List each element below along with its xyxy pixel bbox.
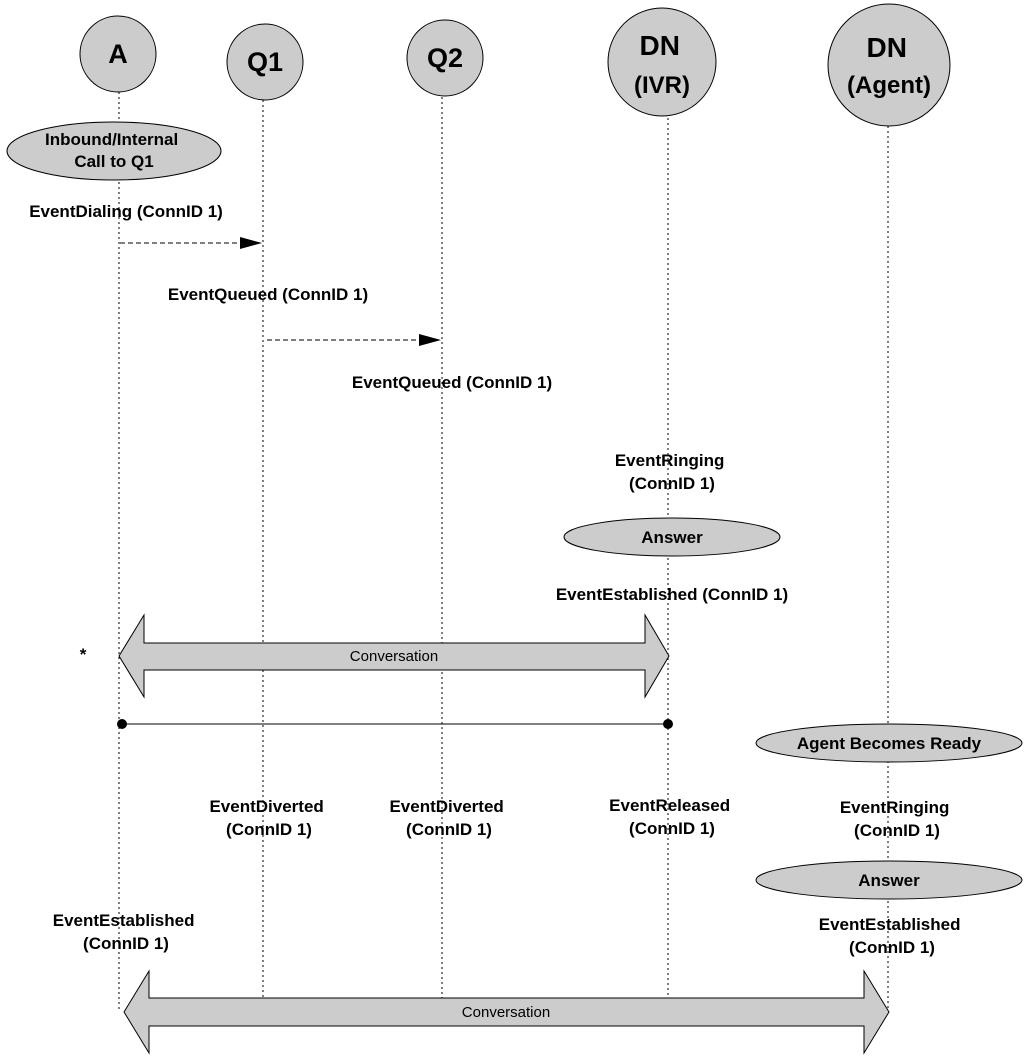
lifeline-dn-agent-label: DN (Agent) — [847, 32, 931, 99]
lifeline-a-head — [79, 15, 157, 93]
message-arrow-a-to-q1-head — [240, 237, 262, 249]
message-arrow-q1-to-q2 — [267, 334, 441, 346]
action-inbound-call-shape — [6, 121, 222, 181]
conversation-arrow-second — [123, 969, 890, 1055]
lifeline-a-label: A — [108, 39, 128, 69]
lifeline-q2-label: Q2 — [427, 43, 463, 73]
action-inbound-call-label: Inbound/Internal Call to Q1 — [45, 130, 183, 171]
message-arrow-q1-to-q2-head — [419, 334, 441, 346]
event-ivr-established: EventEstablished (ConnID 1) — [556, 585, 788, 604]
message-arrow-a-to-q1 — [120, 237, 262, 249]
event-a-dialing: EventDialing (ConnID 1) — [29, 202, 223, 221]
action-answer-ivr-shape — [563, 517, 781, 557]
lifeline-q2-head — [406, 19, 484, 97]
lifelines — [118, 92, 889, 1012]
stray-asterisk: * — [80, 645, 87, 664]
conversation-label-second: Conversation — [462, 1004, 550, 1021]
event-q1-diverted: EventDiverted (ConnID 1) — [209, 797, 328, 839]
lifeline-dn-ivr-label: DN (IVR) — [634, 30, 690, 99]
event-a-established: EventEstablished (ConnID 1) — [53, 911, 199, 953]
event-q2-diverted: EventDiverted (ConnID 1) — [389, 797, 508, 839]
release-connector — [117, 719, 673, 729]
lifeline-heads — [79, 3, 951, 127]
action-answer-agent-label: Answer — [858, 871, 920, 890]
conversation-arrow-first — [118, 613, 670, 699]
event-ivr-released: EventReleased (ConnID 1) — [609, 796, 735, 838]
action-agent-ready-shape — [755, 723, 1023, 763]
lifeline-dn-agent-head — [827, 3, 951, 127]
lifeline-q1-head — [226, 23, 304, 101]
action-answer-ivr-label: Answer — [641, 528, 703, 547]
event-agent-ringing: EventRinging (ConnID 1) — [840, 798, 954, 840]
action-agent-ready-label: Agent Becomes Ready — [797, 734, 982, 753]
lifeline-dn-ivr-head — [607, 7, 717, 117]
event-q1-queued: EventQueued (ConnID 1) — [168, 285, 368, 304]
action-answer-agent-shape — [755, 860, 1023, 900]
event-agent-established: EventEstablished (ConnID 1) — [819, 915, 965, 957]
release-connector-end-dot — [663, 719, 673, 729]
lifeline-q1-label: Q1 — [247, 47, 283, 77]
event-q2-queued: EventQueued (ConnID 1) — [352, 373, 552, 392]
event-ivr-ringing: EventRinging (ConnID 1) — [615, 451, 729, 493]
conversation-label-first: Conversation — [350, 648, 438, 665]
release-connector-start-dot — [117, 719, 127, 729]
